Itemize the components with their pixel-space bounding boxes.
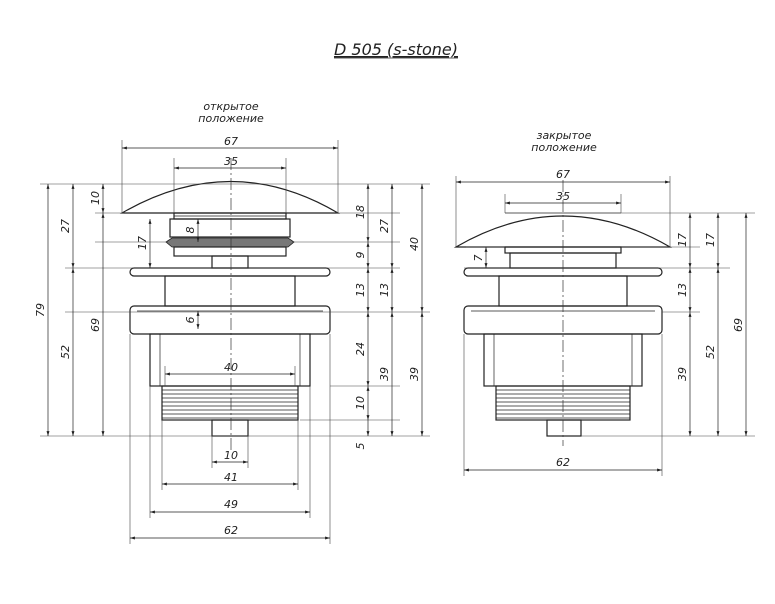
open-dim-18: 18 xyxy=(354,205,367,219)
open-dim-41: 41 xyxy=(224,471,238,484)
open-thread xyxy=(161,385,299,421)
drawing-title: D 505 (s-stone) xyxy=(334,40,458,59)
open-dim-35: 35 xyxy=(224,155,238,168)
open-dim-49: 49 xyxy=(224,498,238,511)
open-dim-40: 40 xyxy=(224,361,238,374)
open-dim-24: 24 xyxy=(354,342,367,356)
closed-dim-35: 35 xyxy=(556,190,570,203)
open-dim-39b: 39 xyxy=(408,367,421,381)
closed-dim-52: 52 xyxy=(704,345,717,359)
open-dim-52: 52 xyxy=(59,345,72,359)
closed-plug-body xyxy=(453,180,673,446)
open-dim-27: 27 xyxy=(59,219,72,233)
open-dim-62: 62 xyxy=(224,524,238,537)
open-caption-line2: положение xyxy=(198,112,264,125)
open-plug-body xyxy=(119,158,341,450)
open-dim-10: 10 xyxy=(224,449,238,462)
closed-dim-39: 39 xyxy=(676,367,689,381)
open-dim-39a: 39 xyxy=(378,367,391,381)
closed-caption-line2: положение xyxy=(531,141,597,154)
open-seal xyxy=(165,237,295,248)
closed-dim-17a: 17 xyxy=(676,233,689,247)
closed-dim-13: 13 xyxy=(676,283,689,297)
closed-dim-67: 67 xyxy=(556,168,570,181)
open-dim-10r: 10 xyxy=(354,396,367,410)
open-dim-67: 67 xyxy=(224,135,238,148)
open-dim-40r: 40 xyxy=(408,237,421,251)
open-dim-79: 79 xyxy=(34,303,47,317)
open-dim-9: 9 xyxy=(354,252,367,259)
open-caption-line1: открытое xyxy=(203,100,259,113)
open-dim-13a: 13 xyxy=(354,283,367,297)
open-dim-27r: 27 xyxy=(378,219,391,233)
open-view: открытое положение xyxy=(34,100,430,544)
closed-dim-69: 69 xyxy=(732,318,745,332)
open-dim-5: 5 xyxy=(354,443,367,450)
closed-dim-17b: 17 xyxy=(704,233,717,247)
closed-caption-line1: закрытое xyxy=(537,129,592,142)
open-dim-10-top: 10 xyxy=(89,191,102,205)
open-dim-17: 17 xyxy=(136,236,149,250)
open-dim-69: 69 xyxy=(89,318,102,332)
closed-view: закрытое положение xyxy=(453,129,755,476)
open-dim-13b: 13 xyxy=(378,283,391,297)
closed-dim-62: 62 xyxy=(556,456,570,469)
open-dim-8: 8 xyxy=(184,227,197,234)
open-dim-6: 6 xyxy=(184,317,197,324)
closed-dim-7: 7 xyxy=(472,255,485,262)
